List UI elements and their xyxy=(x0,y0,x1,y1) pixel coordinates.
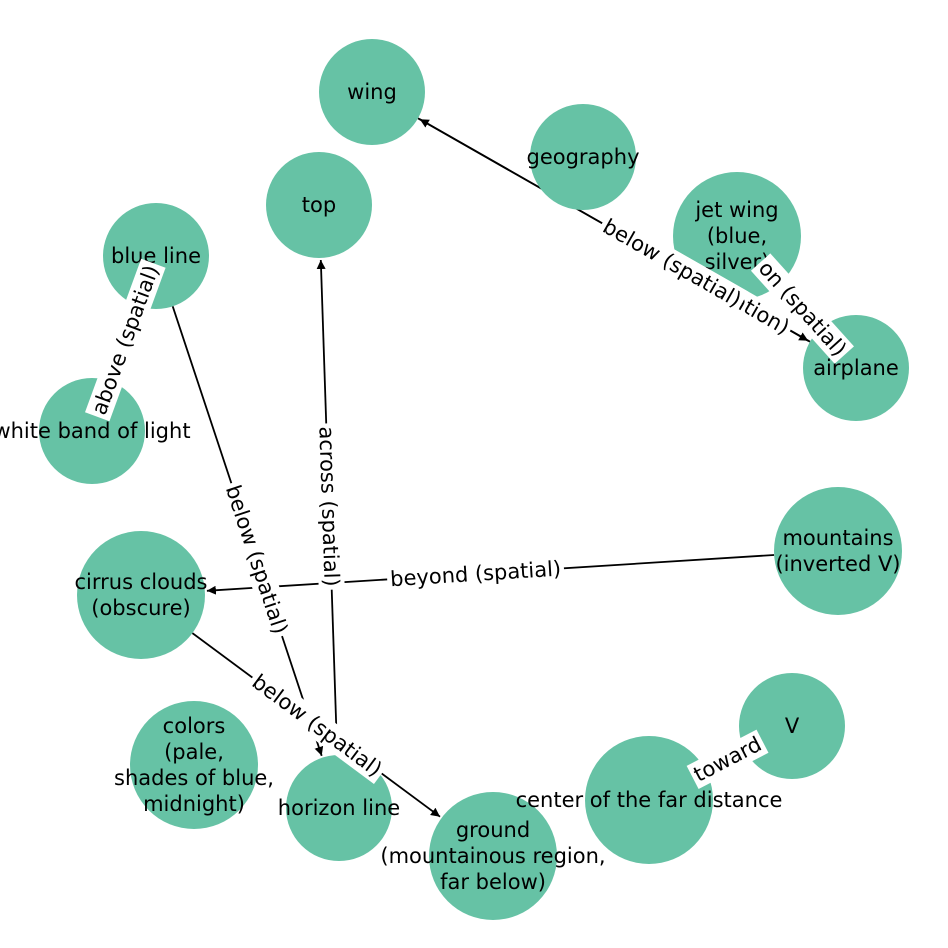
node-label-geography: geography xyxy=(527,145,640,169)
node-label-ground: ground(mountainous region,far below) xyxy=(380,818,605,894)
node-label-line: (obscure) xyxy=(91,596,190,620)
node-label-line: ground xyxy=(456,818,530,842)
edge-label-group: across (spatial) xyxy=(313,423,345,591)
node-label-line: (blue, xyxy=(707,224,767,248)
node-label-line: colors xyxy=(163,714,226,738)
node-label-line: mountains xyxy=(782,526,893,550)
node-label-line: top xyxy=(302,193,336,217)
node-whiteband xyxy=(39,378,145,484)
node-ground xyxy=(429,792,557,920)
node-label-horizon: horizon line xyxy=(278,796,400,820)
node-label-v: V xyxy=(785,714,800,738)
node-top xyxy=(266,152,372,258)
node-label-airplane: airplane xyxy=(813,356,899,380)
node-label-line: wing xyxy=(347,80,397,104)
node-label-line: white band of light xyxy=(0,419,191,443)
edge-label-background xyxy=(244,667,390,784)
node-label-line: blue line xyxy=(111,244,201,268)
node-wing xyxy=(319,39,425,145)
node-label-colors: colors(pale,shades of blue,midnight) xyxy=(114,714,274,816)
node-label-line: far below) xyxy=(440,870,546,894)
node-label-line: (inverted V) xyxy=(775,552,900,576)
node-label-center: center of the far distance xyxy=(516,788,783,812)
node-label-wing: wing xyxy=(347,80,397,104)
node-label-line: center of the far distance xyxy=(516,788,783,812)
edge-label-background xyxy=(85,258,166,422)
edge-label-background xyxy=(218,479,295,641)
node-label-mountains: mountains(inverted V) xyxy=(775,526,900,576)
node-label-line: V xyxy=(785,714,800,738)
edge-label-group: below (spatial) xyxy=(218,479,295,641)
edge-label: below (spatial) xyxy=(221,482,292,637)
node-label-line: shades of blue, xyxy=(114,766,274,790)
node-geography xyxy=(530,104,636,210)
edge-label: across (spatial) xyxy=(314,426,343,587)
node-label-cirrus: cirrus clouds(obscure) xyxy=(74,570,207,620)
node-label-line: airplane xyxy=(813,356,899,380)
node-cirrus xyxy=(77,531,205,659)
edge-label-background xyxy=(686,729,769,789)
node-label-blueline: blue line xyxy=(111,244,201,268)
node-mountains xyxy=(774,487,902,615)
node-colors xyxy=(130,701,258,829)
edge-label-group: beyond (spatial) xyxy=(386,555,565,593)
node-center xyxy=(585,736,713,864)
node-label-line: cirrus clouds xyxy=(74,570,207,594)
node-label-top: top xyxy=(302,193,336,217)
node-label-line: midnight) xyxy=(143,792,245,816)
node-label-line: (mountainous region, xyxy=(380,844,605,868)
edge-label-background xyxy=(386,555,565,593)
node-label-line: horizon line xyxy=(278,796,400,820)
edge-label-background xyxy=(595,211,749,315)
node-label-line: jet wing xyxy=(694,198,778,222)
node-label-whiteband: white band of light xyxy=(0,419,191,443)
node-blueline xyxy=(103,203,209,309)
node-label-line: geography xyxy=(527,145,640,169)
edge-label-background xyxy=(750,253,854,364)
node-label-line: (pale, xyxy=(164,740,224,764)
edge-label-background xyxy=(313,423,345,591)
node-horizon xyxy=(286,755,392,861)
